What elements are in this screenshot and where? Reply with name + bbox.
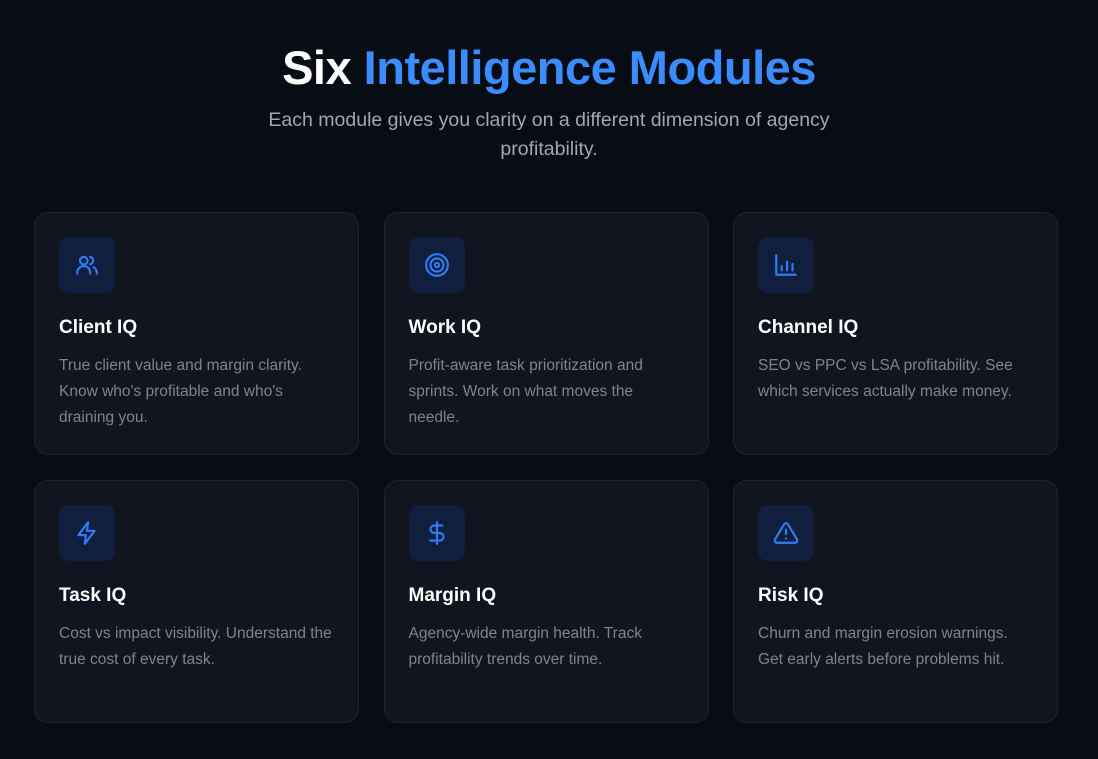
module-card-task-iq: Task IQ Cost vs impact visibility. Under… [34,480,359,723]
dollar-icon [408,505,465,561]
users-icon [59,237,115,293]
lightning-icon [59,505,115,561]
hero: Six Intelligence Modules Each module giv… [0,40,1098,164]
module-title: Margin IQ [408,585,497,606]
module-title: Task IQ [59,585,127,606]
module-title: Client IQ [59,317,138,338]
module-description: Churn and margin erosion warnings. Get e… [758,625,1008,668]
module-title: Risk IQ [758,585,824,606]
module-card-work-iq: Work IQ Profit-aware task prioritization… [383,212,709,455]
module-card-risk-iq: Risk IQ Churn and margin erosion warning… [733,480,1058,723]
modules-grid: Client IQ True client value and margin c… [34,212,1058,723]
module-description: Agency-wide margin health. Track profita… [408,625,642,668]
warning-icon [758,505,814,561]
page-subtitle: Each module gives you clarity on a diffe… [268,109,830,160]
page-title: Six Intelligence Modules [282,41,817,94]
module-card-channel-iq: Channel IQ SEO vs PPC vs LSA profitabili… [733,212,1058,455]
module-description: Profit-aware task prioritization and spr… [408,357,643,426]
module-title: Channel IQ [758,317,859,338]
target-icon [408,237,465,293]
module-card-client-iq: Client IQ True client value and margin c… [34,212,359,455]
module-title: Work IQ [408,317,482,338]
module-description: SEO vs PPC vs LSA profitability. See whi… [758,357,1013,400]
module-card-margin-iq: Margin IQ Agency-wide margin health. Tra… [383,480,709,723]
bar-chart-icon [758,237,814,293]
module-description: True client value and margin clarity. Kn… [59,357,302,426]
module-description: Cost vs impact visibility. Understand th… [59,625,332,668]
title-accent: Intelligence Modules [363,41,817,94]
